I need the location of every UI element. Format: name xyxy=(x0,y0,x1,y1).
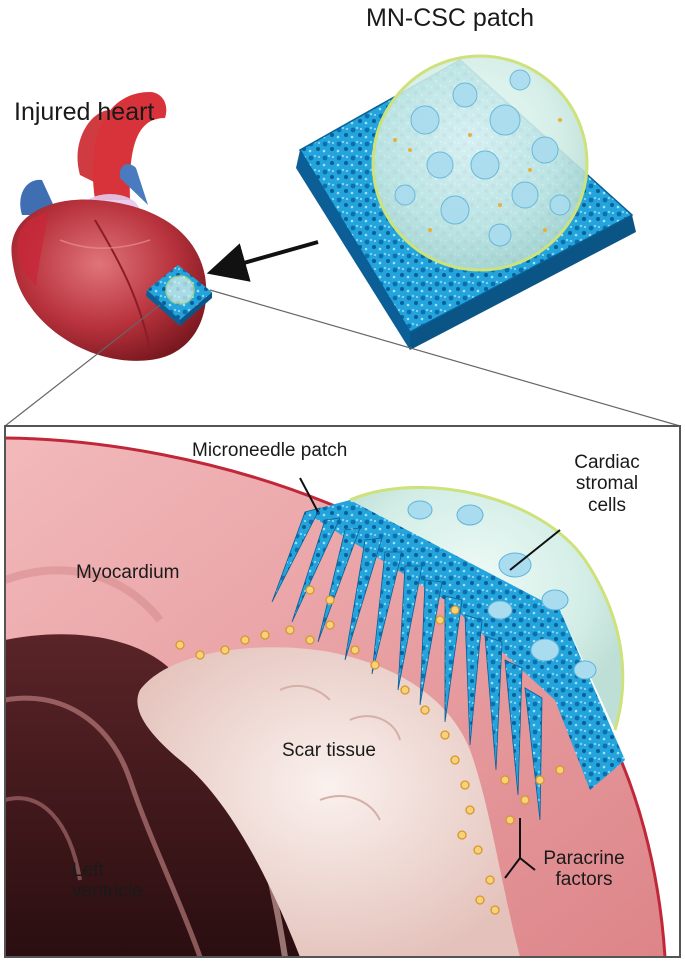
patch-title: MN-CSC patch xyxy=(366,4,535,32)
detail-frame xyxy=(4,425,681,958)
cardiac-stromal-cell-dome xyxy=(349,485,625,731)
heart-title: Injured heart xyxy=(14,98,155,126)
myocardium-label: Myocardium xyxy=(76,562,180,583)
cardiac-label-line-3: cells xyxy=(587,494,626,516)
paracrine-label-line-1: Paracrine xyxy=(543,848,625,869)
left-label-line-2: ventricle xyxy=(72,881,143,903)
cardiac-stromal-cells-label: Cardiac stromal cells xyxy=(560,452,654,516)
leader-microneedle xyxy=(299,477,319,513)
cardiac-label-line-2: stromal xyxy=(575,473,639,495)
cross-section-panel xyxy=(5,426,680,957)
paracrine-factor-dots xyxy=(175,585,565,915)
zoom-line-right xyxy=(209,289,681,427)
leader-paracrine xyxy=(504,818,536,879)
cardiac-label-line-1: Cardiac xyxy=(574,452,640,473)
leader-stromal xyxy=(509,529,561,571)
microneedle-patch-label: Microneedle patch xyxy=(192,440,348,461)
microneedle-patch-detail xyxy=(271,500,625,821)
cell-magnifier-circle xyxy=(371,54,589,272)
small-patch-on-heart xyxy=(146,265,212,326)
paracrine-factors-label: Paracrine factors xyxy=(536,848,632,891)
zoom-line-left xyxy=(4,304,161,427)
left-ventricle-label: Left ventricle xyxy=(72,860,143,903)
scar-tissue-label: Scar tissue xyxy=(282,740,376,761)
paracrine-label-line-2: factors xyxy=(555,869,613,891)
injured-heart-illustration xyxy=(11,92,207,361)
left-label-line-1: Left xyxy=(72,860,104,881)
arrow-to-heart xyxy=(206,240,319,282)
